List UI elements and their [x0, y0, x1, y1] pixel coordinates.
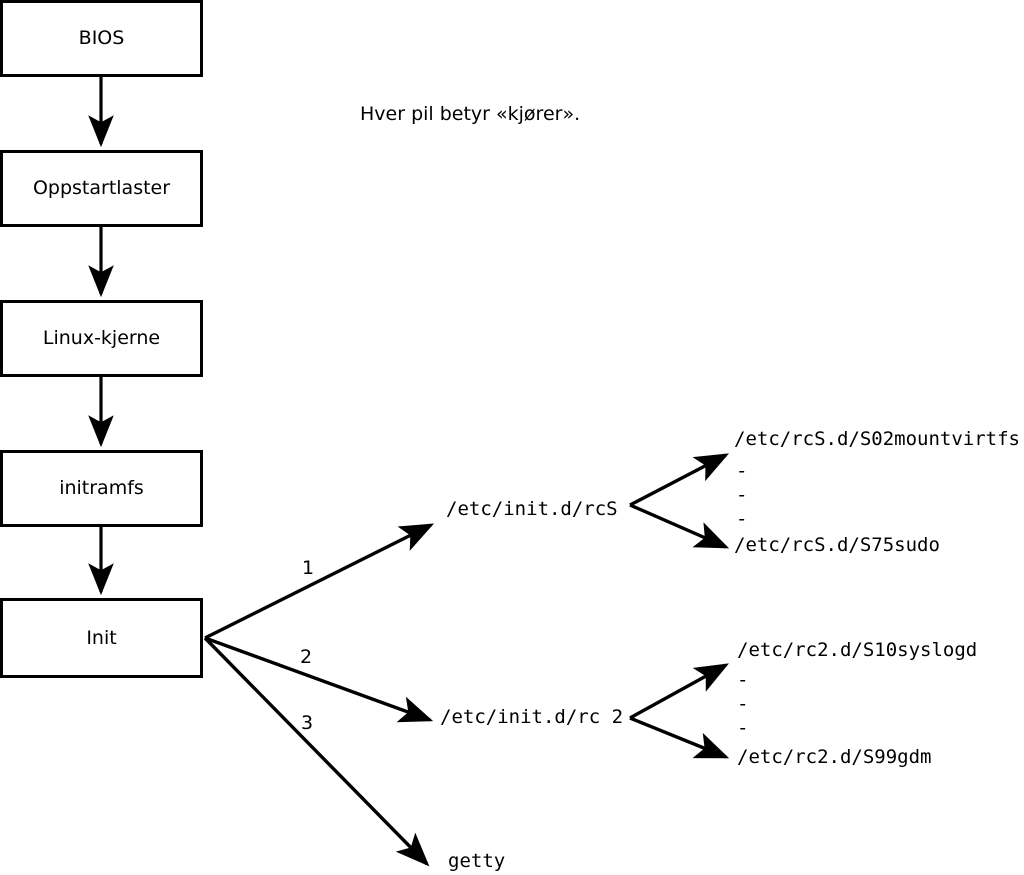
label-rcs-first-script: /etc/rcS.d/S02mountvirtfs	[734, 428, 1020, 450]
arrow-rcs-to-first-script	[629, 453, 730, 507]
node-init-label: Init	[86, 626, 117, 649]
node-linux-kernel-label: Linux-kjerne	[42, 327, 161, 349]
edge-number-1: 1	[302, 557, 315, 579]
node-init[interactable]: Init	[0, 598, 203, 678]
node-initramfs-label: initramfs	[59, 477, 144, 499]
rcs-ellipsis-dash-3: -	[736, 508, 748, 530]
label-getty: getty	[448, 850, 506, 872]
arrow-init-to-rc2	[204, 636, 434, 723]
label-rc2-last-script: /etc/rc2.d/S99gdm	[737, 746, 932, 768]
arrow-init-to-rcs	[204, 523, 435, 640]
label-init-d-rc2: /etc/init.d/rc 2	[440, 706, 624, 728]
node-bios[interactable]: BIOS	[0, 0, 203, 77]
rc2-ellipsis-dash-1: -	[737, 669, 749, 691]
node-linux-kernel[interactable]: Linux-kjerne	[0, 300, 203, 377]
arrow-rc2-to-last-script	[629, 716, 730, 759]
edge-number-3: 3	[301, 712, 314, 734]
rc2-ellipsis-dash-2: -	[737, 693, 749, 715]
edge-number-2: 2	[300, 646, 313, 668]
rc2-ellipsis-dash-3: -	[737, 717, 749, 739]
label-init-d-rcs: /etc/init.d/rcS	[446, 498, 618, 520]
rcs-ellipsis-dash-1: -	[736, 460, 748, 482]
arrow-init-to-getty	[203, 636, 430, 867]
node-bootloader[interactable]: Oppstartlaster	[0, 150, 203, 227]
arrow-rc2-to-first-script	[629, 663, 729, 720]
node-initramfs[interactable]: initramfs	[0, 450, 203, 527]
node-bootloader-label: Oppstartlaster	[32, 177, 171, 199]
label-rcs-last-script: /etc/rcS.d/S75sudo	[734, 534, 940, 556]
diagram-caption: Hver pil betyr «kjører».	[360, 103, 581, 125]
rcs-ellipsis-dash-2: -	[736, 484, 748, 506]
node-bios-label: BIOS	[78, 27, 125, 49]
label-rc2-first-script: /etc/rc2.d/S10syslogd	[737, 639, 978, 661]
arrow-rcs-to-last-script	[629, 503, 730, 549]
